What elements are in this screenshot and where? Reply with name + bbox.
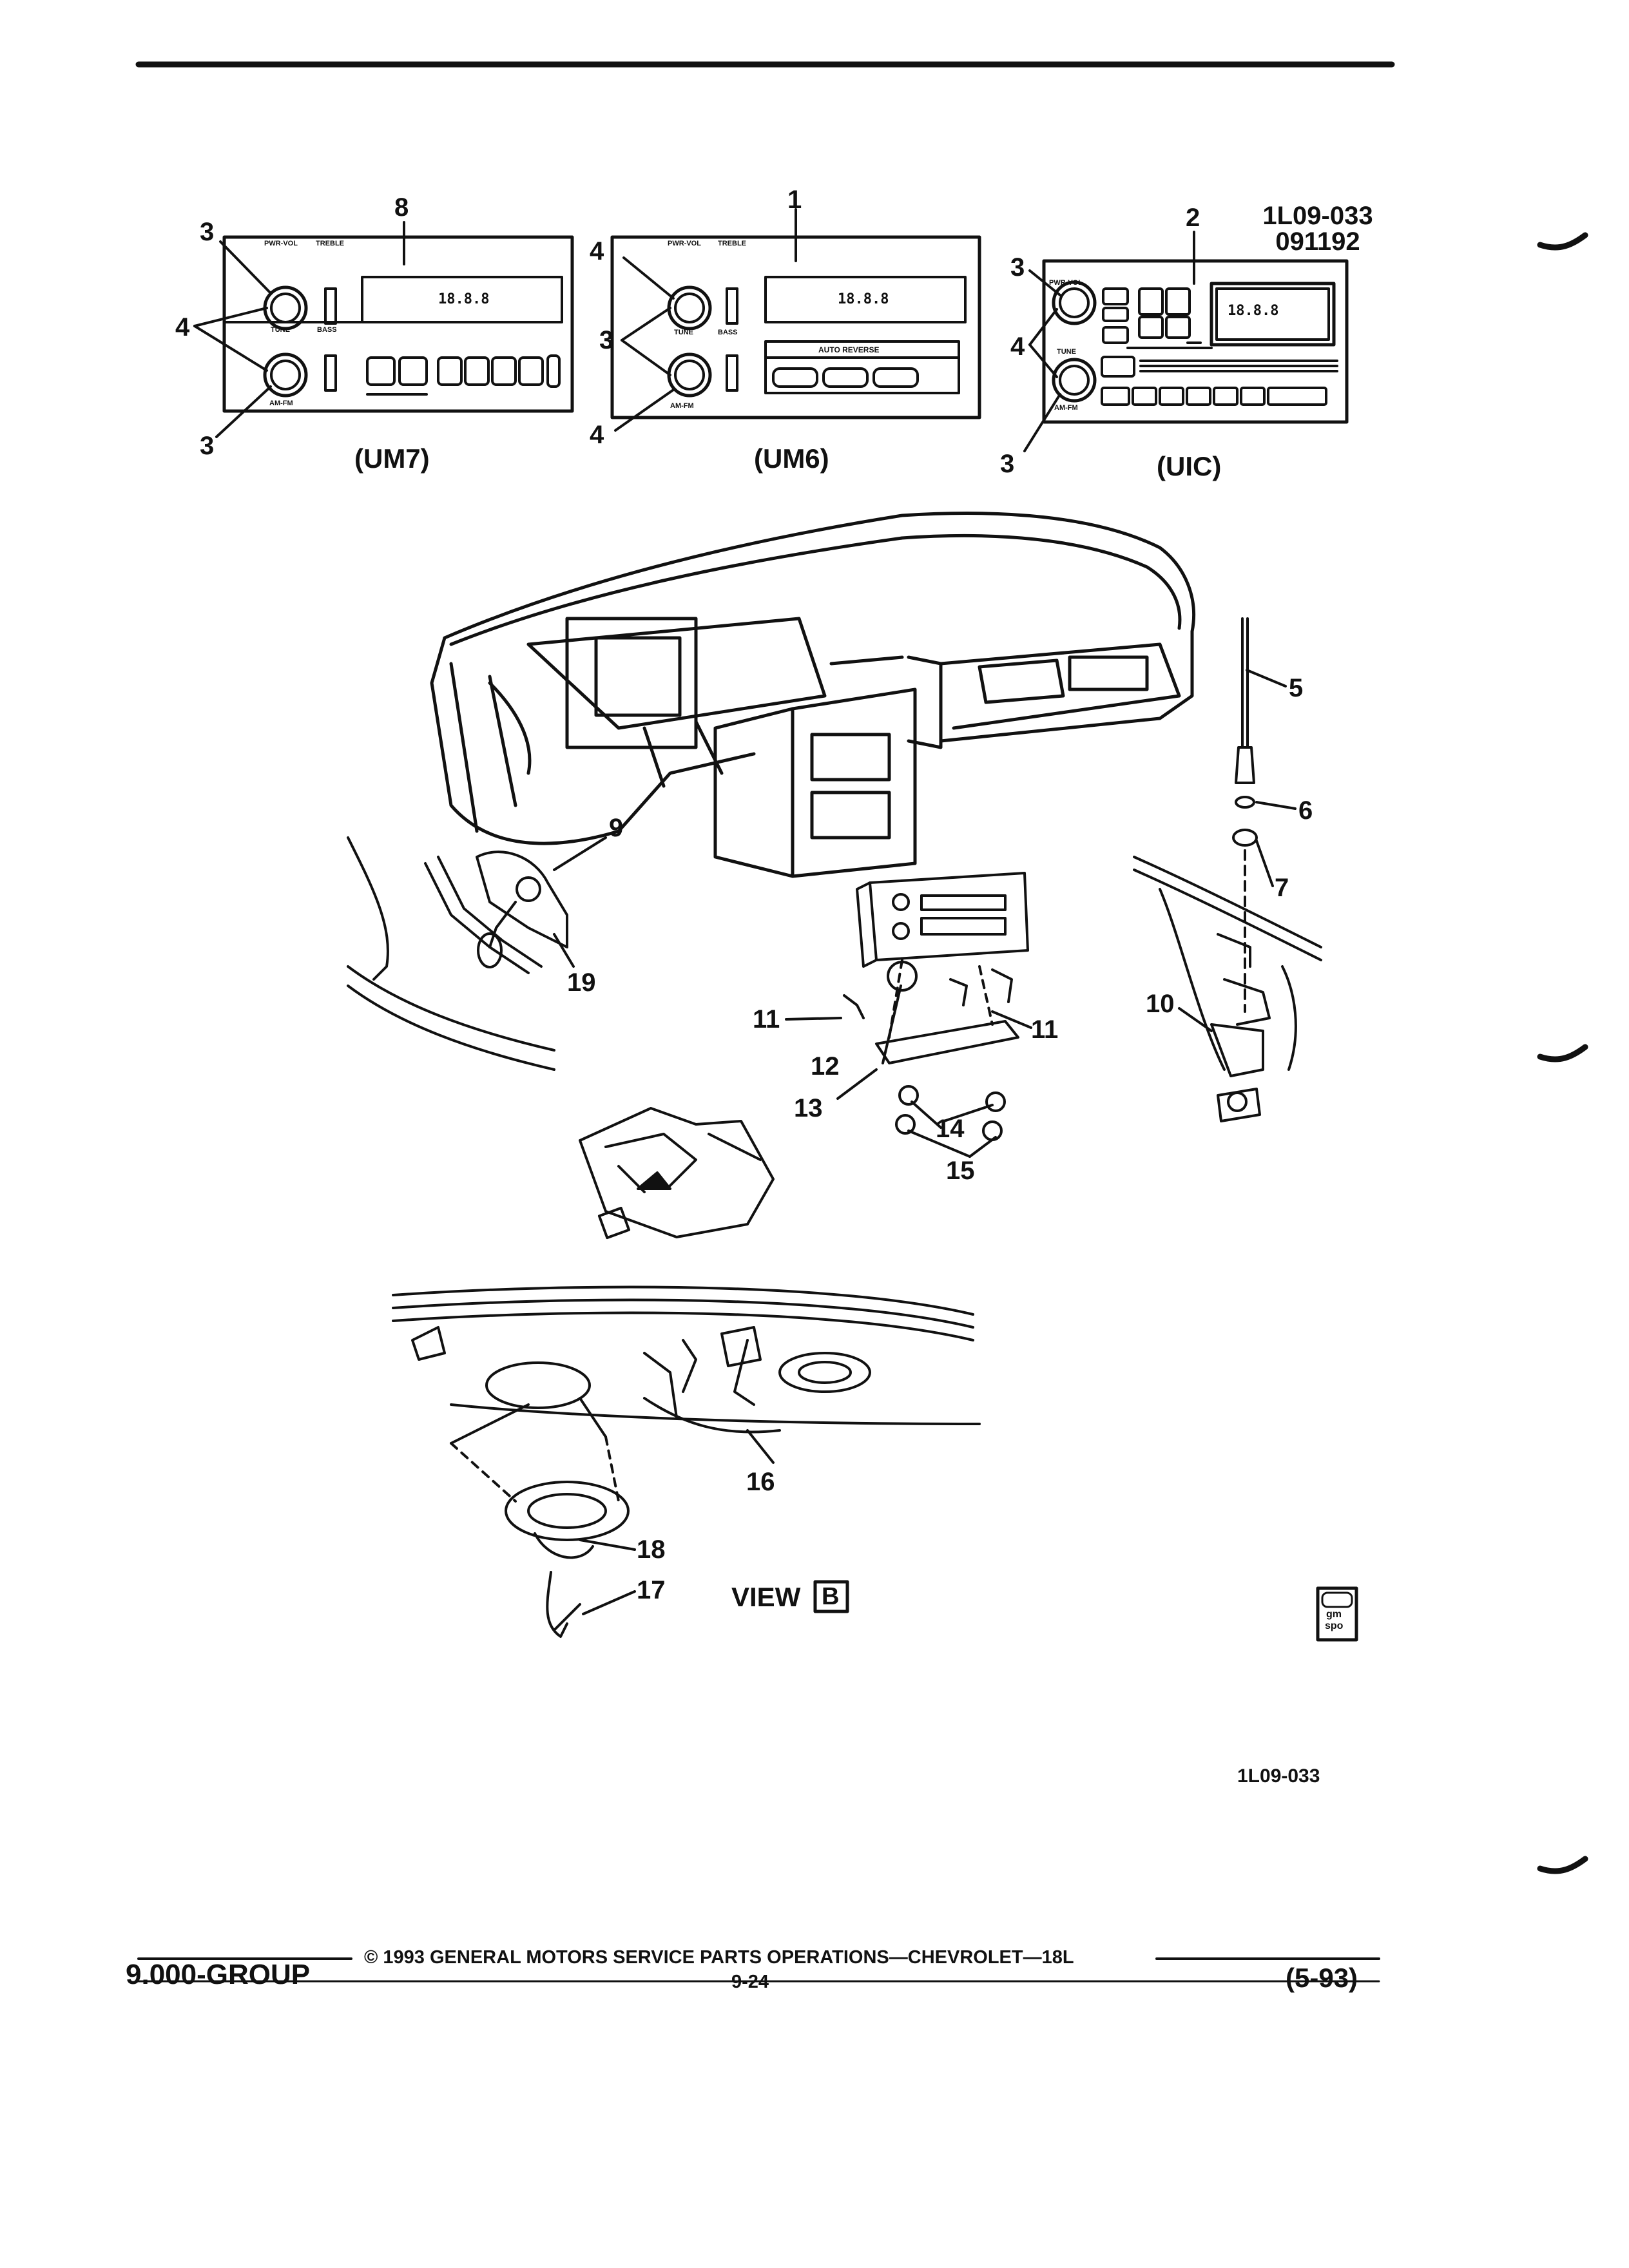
uic-tune-text: TUNE bbox=[1057, 348, 1076, 356]
door-trim-drawing bbox=[347, 836, 568, 1071]
um6-bass-text: BASS bbox=[718, 329, 738, 336]
callout-18: 18 bbox=[637, 1535, 666, 1564]
uic-pwr-vol-text: PWR-VOL bbox=[1049, 279, 1083, 287]
antenna-drawing bbox=[1133, 617, 1322, 1122]
callout-uic-knob-bottom: 3 bbox=[1000, 450, 1015, 478]
um6-radio-faceplate bbox=[610, 235, 981, 419]
callout-16: 16 bbox=[746, 1468, 775, 1496]
callout-14: 14 bbox=[936, 1115, 965, 1143]
um7-bass-text: BASS bbox=[317, 326, 337, 334]
um6-tape-text: AUTO REVERSE bbox=[818, 345, 880, 354]
callout-uic-knob-top: 3 bbox=[1010, 253, 1025, 282]
callout-um6-main: 1 bbox=[787, 186, 802, 214]
callout-13: 13 bbox=[794, 1094, 823, 1122]
callout-um6-knob-mid: 3 bbox=[599, 326, 614, 354]
callout-17: 17 bbox=[637, 1576, 666, 1604]
footer-page: 9-24 bbox=[731, 1972, 769, 1992]
um7-treble-text: TREBLE bbox=[316, 240, 344, 247]
instrument-panel-drawing bbox=[430, 512, 1196, 878]
callout-10: 10 bbox=[1146, 990, 1175, 1018]
callout-15: 15 bbox=[946, 1157, 975, 1185]
edge-mark bbox=[1537, 1856, 1588, 1874]
callout-9: 9 bbox=[609, 814, 624, 842]
callout-um7-knob-bottom: 3 bbox=[200, 432, 215, 460]
um6-pwr-vol-text: PWR-VOL bbox=[668, 240, 701, 247]
figure-id-line1: 1L09-033 bbox=[1262, 202, 1373, 230]
um7-display: 18.8.8 bbox=[438, 291, 490, 307]
bottom-figure-id: 1L09-033 bbox=[1237, 1765, 1320, 1787]
um6-treble-text: TREBLE bbox=[718, 240, 746, 247]
um6-display: 18.8.8 bbox=[838, 291, 889, 307]
variant-label-um7: (UM7) bbox=[354, 443, 430, 474]
callout-um6-knob-bottom: 4 bbox=[590, 421, 604, 449]
uic-display: 18.8.8 bbox=[1228, 303, 1279, 319]
logo-gm: gm bbox=[1326, 1609, 1342, 1620]
figure-id: 1L09-033 091192 bbox=[1244, 203, 1392, 255]
callout-11b: 11 bbox=[1031, 1015, 1059, 1044]
callout-19: 19 bbox=[567, 968, 596, 997]
callout-uic-main: 2 bbox=[1186, 204, 1200, 232]
callout-um7-main: 8 bbox=[394, 193, 409, 222]
callout-um7-knob-top-b: 4 bbox=[175, 313, 190, 341]
part-leader-lines bbox=[553, 669, 1296, 1615]
callout-um6-knob-top: 4 bbox=[590, 237, 604, 265]
view-letter: B bbox=[822, 1583, 840, 1610]
variant-label-uic: (UIC) bbox=[1157, 451, 1222, 481]
radio-leader-lines bbox=[193, 208, 1202, 452]
figure-id-line2: 091192 bbox=[1275, 227, 1360, 256]
um6-am-fm-text: AM-FM bbox=[670, 402, 694, 410]
callout-5: 5 bbox=[1289, 674, 1304, 702]
footer-date: (5-93) bbox=[1286, 1963, 1358, 1993]
view-letter-box bbox=[813, 1580, 849, 1613]
gm-spo-logo-box bbox=[1316, 1586, 1358, 1642]
callout-11a: 11 bbox=[753, 1005, 780, 1033]
um7-pwr-vol-text: PWR-VOL bbox=[264, 240, 298, 247]
logo-spo: spo bbox=[1325, 1620, 1344, 1631]
edge-mark bbox=[1537, 232, 1588, 251]
um7-tune-text: TUNE bbox=[271, 326, 290, 334]
callout-12: 12 bbox=[811, 1052, 840, 1081]
callout-uic-knob-mid: 4 bbox=[1010, 332, 1025, 361]
callout-6: 6 bbox=[1298, 796, 1313, 825]
um7-radio-faceplate bbox=[222, 235, 574, 413]
speaker-view-b-drawing bbox=[392, 1285, 981, 1638]
footer-copyright: © 1993 GENERAL MOTORS SERVICE PARTS OPER… bbox=[364, 1947, 1074, 1968]
footer-group: 9.000-GROUP bbox=[126, 1959, 311, 1990]
edge-mark bbox=[1537, 1044, 1588, 1062]
um7-am-fm-text: AM-FM bbox=[269, 399, 293, 407]
uic-am-fm-text: AM-FM bbox=[1054, 404, 1078, 412]
um6-tune-text: TUNE bbox=[674, 329, 693, 336]
radio-receiver-drawing bbox=[843, 872, 1029, 1141]
callout-um7-knob-top-a: 3 bbox=[200, 218, 215, 246]
vehicle-rear-drawing bbox=[579, 1107, 775, 1240]
uic-radio-faceplate bbox=[1042, 259, 1349, 424]
callout-7: 7 bbox=[1275, 874, 1289, 902]
view-label: VIEW bbox=[731, 1582, 801, 1612]
variant-label-um6: (UM6) bbox=[754, 443, 829, 474]
